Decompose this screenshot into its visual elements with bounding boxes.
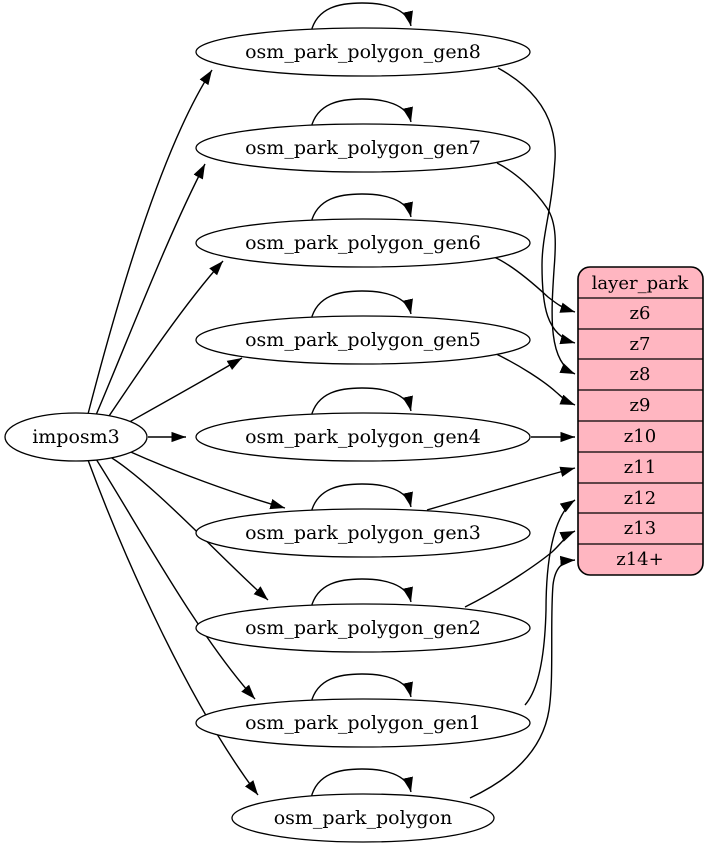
- gen3-label: osm_park_polygon_gen3: [245, 522, 481, 544]
- gen4-ellipse: [195, 412, 531, 462]
- node-osm-park-polygon-gen4: osm_park_polygon_gen4: [195, 412, 531, 462]
- node-osm-park-polygon-gen2: osm_park_polygon_gen2: [195, 603, 531, 653]
- layer-park-row-z14: z14+: [616, 549, 663, 570]
- layer-park-title: layer_park: [592, 273, 690, 294]
- polygon-ellipse: [231, 793, 495, 843]
- gen6-label: osm_park_polygon_gen6: [245, 232, 481, 254]
- self-loops: [310, 2, 413, 799]
- gen8-label: osm_park_polygon_gen8: [245, 41, 481, 63]
- gen2-ellipse: [195, 603, 531, 653]
- self-loop-gen2: [310, 578, 413, 609]
- edge-imposm3-to-gen7: [95, 163, 206, 416]
- edge-polygon-to-z14: [469, 555, 576, 799]
- node-osm-park-polygon-gen3: osm_park_polygon_gen3: [195, 508, 531, 558]
- node-osm-park-polygon-gen1: osm_park_polygon_gen1: [195, 698, 531, 748]
- gen4-label: osm_park_polygon_gen4: [245, 426, 481, 448]
- gen1-label: osm_park_polygon_gen1: [245, 712, 481, 734]
- layer-park-row-z8: z8: [630, 364, 651, 385]
- edge-imposm3-to-gen2: [106, 454, 269, 601]
- gen1-ellipse: [195, 698, 531, 748]
- gen7-label: osm_park_polygon_gen7: [245, 137, 481, 159]
- edge-gen5-to-z9: [491, 351, 576, 406]
- gen3-ellipse: [195, 508, 531, 558]
- self-loop-gen4: [310, 387, 413, 418]
- node-osm-park-polygon-gen6: osm_park_polygon_gen6: [195, 218, 531, 268]
- layer-park-row-z11: z11: [624, 457, 656, 478]
- node-osm-park-polygon-gen7: osm_park_polygon_gen7: [195, 123, 531, 173]
- gen8-ellipse: [195, 27, 531, 77]
- self-loop-gen8: [310, 2, 413, 33]
- edge-imposm3-to-polygon: [87, 459, 259, 796]
- node-osm-park-polygon-gen5: osm_park_polygon_gen5: [195, 315, 531, 365]
- gen5-ellipse: [195, 315, 531, 365]
- self-loop-gen7: [310, 98, 413, 129]
- self-loop-gen1: [310, 673, 413, 704]
- layer-park-row-z12: z12: [624, 488, 656, 509]
- imposm3-ellipse: [4, 412, 148, 462]
- self-loop-gen6: [310, 193, 413, 224]
- edge-imposm3-to-gen5: [123, 357, 243, 426]
- layer-park-row-z10: z10: [624, 426, 656, 447]
- node-layer-park: layer_park z6 z7 z8 z9 z10 z11 z12 z13 z…: [577, 266, 704, 576]
- edges-from-source: [87, 69, 286, 796]
- self-loop-gen3: [310, 483, 413, 514]
- edges-to-layer: [426, 67, 576, 799]
- layer-park-row-z6: z6: [630, 303, 651, 324]
- edge-imposm3-to-gen1: [95, 458, 256, 700]
- edge-imposm3-to-gen6: [106, 260, 224, 420]
- node-imposm3: imposm3: [4, 412, 148, 462]
- node-osm-park-polygon: osm_park_polygon: [231, 793, 495, 843]
- gen6-ellipse: [195, 218, 531, 268]
- layer-park-row-z13: z13: [624, 518, 656, 539]
- polygon-label: osm_park_polygon: [274, 807, 453, 829]
- layer-park-row-z9: z9: [630, 395, 651, 416]
- gen7-ellipse: [195, 123, 531, 173]
- edge-imposm3-to-gen3: [123, 448, 286, 510]
- layer-park-row-z7: z7: [630, 334, 651, 355]
- imposm3-label: imposm3: [32, 426, 120, 448]
- gen5-label: osm_park_polygon_gen5: [245, 329, 481, 351]
- self-loop-polygon: [310, 768, 413, 799]
- node-osm-park-polygon-gen8: osm_park_polygon_gen8: [195, 27, 531, 77]
- edge-gen1-to-z12: [524, 499, 576, 706]
- edge-gen3-to-z11: [426, 466, 576, 511]
- edge-gen7-to-z8: [496, 162, 576, 375]
- edge-imposm3-to-gen8: [87, 69, 213, 415]
- self-loop-gen5: [310, 290, 413, 321]
- edge-gen6-to-z6: [493, 256, 576, 313]
- edge-gen8-to-z7: [497, 67, 576, 345]
- gen2-label: osm_park_polygon_gen2: [245, 617, 481, 639]
